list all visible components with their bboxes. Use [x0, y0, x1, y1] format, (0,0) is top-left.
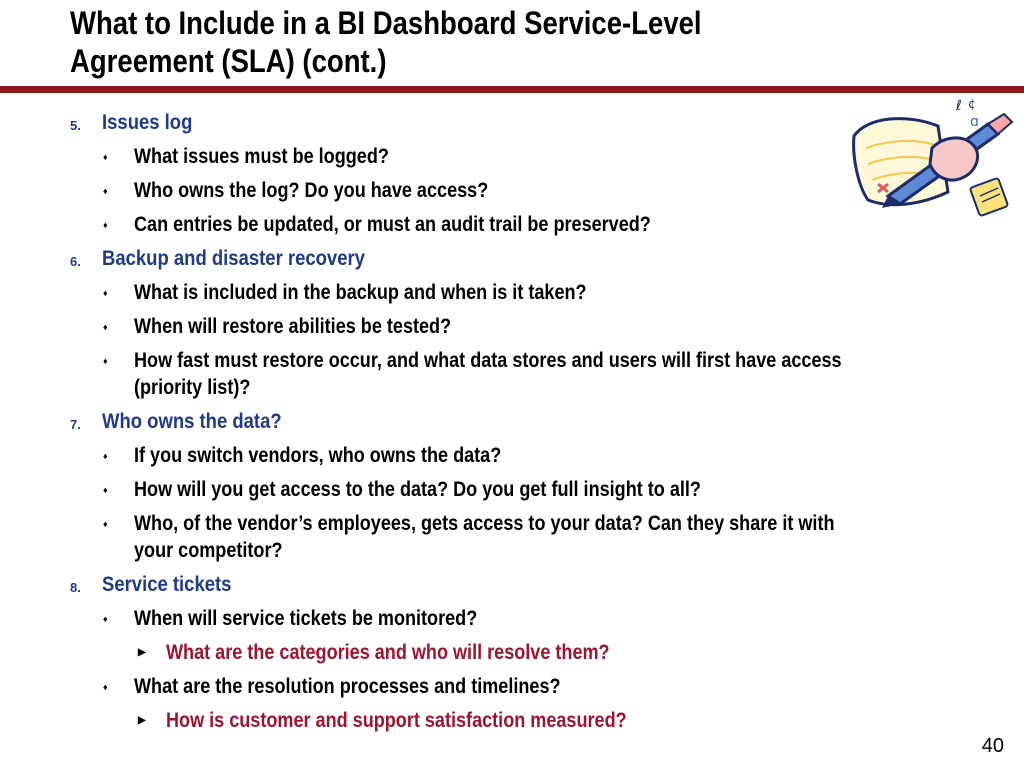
diamond-bullet-icon: ♦: [103, 682, 108, 692]
sub-bullet-text: What are the categories and who will res…: [166, 641, 610, 664]
sub-bullet-item: ▶ What are the categories and who will r…: [0, 639, 1024, 673]
bullet-item: ♦ What issues must be logged?: [0, 143, 1024, 177]
bullet-text: Who owns the log? Do you have access?: [134, 179, 489, 202]
diamond-bullet-icon: ♦: [103, 356, 108, 366]
sub-bullet-text: How is customer and support satisfaction…: [166, 709, 627, 732]
slide-content: 5. Issues log ♦ What issues must be logg…: [0, 109, 1024, 741]
bullet-text-line-1: Who, of the vendor’s employees, gets acc…: [134, 512, 835, 535]
section-service-tickets: 8. Service tickets: [0, 571, 1024, 605]
bullet-text: What are the resolution processes and ti…: [134, 675, 561, 698]
bullet-text-line-2: (priority list)?: [134, 376, 251, 399]
section-heading: Service tickets: [102, 573, 232, 596]
section-heading: Who owns the data?: [102, 410, 282, 433]
bullet-text: When will restore abilities be tested?: [134, 315, 452, 338]
section-number: 7.: [70, 417, 81, 432]
section-issues-log: 5. Issues log: [0, 109, 1024, 143]
svg-text:ɑ: ɑ: [970, 114, 979, 130]
bullet-item: ♦ If you switch vendors, who owns the da…: [0, 442, 1024, 476]
section-number: 6.: [70, 254, 81, 269]
bullet-item: ♦ Who, of the vendor’s employees, gets a…: [0, 510, 1024, 571]
bullet-item: ♦ Who owns the log? Do you have access?: [0, 177, 1024, 211]
bullet-item: ♦ How fast must restore occur, and what …: [0, 347, 1024, 408]
section-number: 5.: [70, 118, 81, 133]
bullet-item: ♦ When will restore abilities be tested?: [0, 313, 1024, 347]
diamond-bullet-icon: ♦: [103, 485, 108, 495]
bullet-text: When will service tickets be monitored?: [134, 607, 478, 630]
triangle-bullet-icon: ▶: [138, 715, 146, 726]
section-backup-recovery: 6. Backup and disaster recovery: [0, 245, 1024, 279]
bullet-text-line-1: How fast must restore occur, and what da…: [134, 349, 842, 372]
section-number: 8.: [70, 580, 81, 595]
sub-bullet-item: ▶ How is customer and support satisfacti…: [0, 707, 1024, 741]
bullet-item: ♦ What are the resolution processes and …: [0, 673, 1024, 707]
diamond-bullet-icon: ♦: [103, 152, 108, 162]
writing-pen-clipart-icon: ℓ ¢ ɑ: [852, 97, 1014, 217]
section-data-ownership: 7. Who owns the data?: [0, 408, 1024, 442]
section-heading: Backup and disaster recovery: [102, 247, 365, 270]
triangle-bullet-icon: ▶: [138, 647, 146, 658]
svg-text:¢: ¢: [968, 97, 976, 111]
bullet-text: If you switch vendors, who owns the data…: [134, 444, 502, 467]
slide-title: What to Include in a BI Dashboard Servic…: [70, 4, 724, 80]
bullet-text: What is included in the backup and when …: [134, 281, 587, 304]
section-heading: Issues log: [102, 111, 193, 134]
bullet-text: How will you get access to the data? Do …: [134, 478, 701, 501]
bullet-text: What issues must be logged?: [134, 145, 389, 168]
title-line-1: What to Include in a BI Dashboard Servic…: [70, 5, 702, 41]
diamond-bullet-icon: ♦: [103, 322, 108, 332]
page-number: 40: [981, 735, 1004, 757]
svg-text:ℓ: ℓ: [955, 98, 962, 114]
title-line-2: Agreement (SLA) (cont.): [70, 43, 387, 79]
diamond-bullet-icon: ♦: [103, 220, 108, 230]
diamond-bullet-icon: ♦: [103, 614, 108, 624]
diamond-bullet-icon: ♦: [103, 519, 108, 529]
diamond-bullet-icon: ♦: [103, 451, 108, 461]
bullet-text-line-2: your competitor?: [134, 539, 283, 562]
title-divider: [0, 86, 1024, 93]
bullet-item: ♦ Can entries be updated, or must an aud…: [0, 211, 1024, 245]
bullet-item: ♦ What is included in the backup and whe…: [0, 279, 1024, 313]
bullet-item: ♦ How will you get access to the data? D…: [0, 476, 1024, 510]
diamond-bullet-icon: ♦: [103, 288, 108, 298]
diamond-bullet-icon: ♦: [103, 186, 108, 196]
bullet-item: ♦ When will service tickets be monitored…: [0, 605, 1024, 639]
bullet-text: Can entries be updated, or must an audit…: [134, 213, 651, 236]
